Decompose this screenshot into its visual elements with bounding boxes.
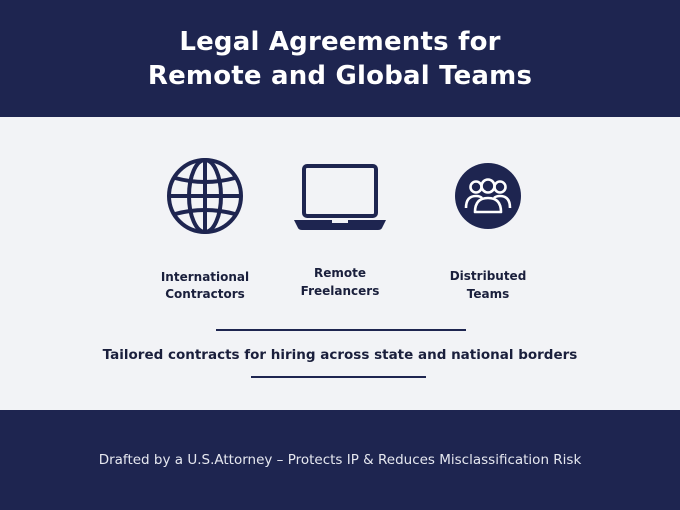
feature-international-contractors: International Contractors xyxy=(125,150,285,310)
laptop-icon xyxy=(260,162,420,232)
feature-label-line-2: Teams xyxy=(466,287,510,301)
feature-label-line-1: International xyxy=(160,270,250,284)
footer-banner: Drafted by a U.S.Attorney – Protects IP … xyxy=(0,410,680,510)
feature-label-line-2: Freelancers xyxy=(300,284,380,298)
page-title-line-1: Legal Agreements for xyxy=(179,26,501,57)
feature-distributed-teams: Distributed Teams xyxy=(408,150,568,310)
divider-top xyxy=(216,329,466,331)
page-title-line-2: Remote and Global Teams xyxy=(147,60,533,91)
tagline: Tailored contracts for hiring across sta… xyxy=(102,347,578,363)
header-banner: Legal Agreements for Remote and Global T… xyxy=(0,0,680,117)
footer-text: Drafted by a U.S.Attorney – Protects IP … xyxy=(98,452,582,468)
feature-label-line-1: Remote xyxy=(313,266,366,280)
divider-bottom xyxy=(251,376,426,378)
feature-label-line-1: Distributed xyxy=(449,269,527,283)
feature-remote-freelancers: Remote Freelancers xyxy=(260,150,420,310)
globe-icon xyxy=(125,156,285,236)
feature-label-line-2: Contractors xyxy=(165,287,245,301)
team-icon xyxy=(408,162,568,230)
